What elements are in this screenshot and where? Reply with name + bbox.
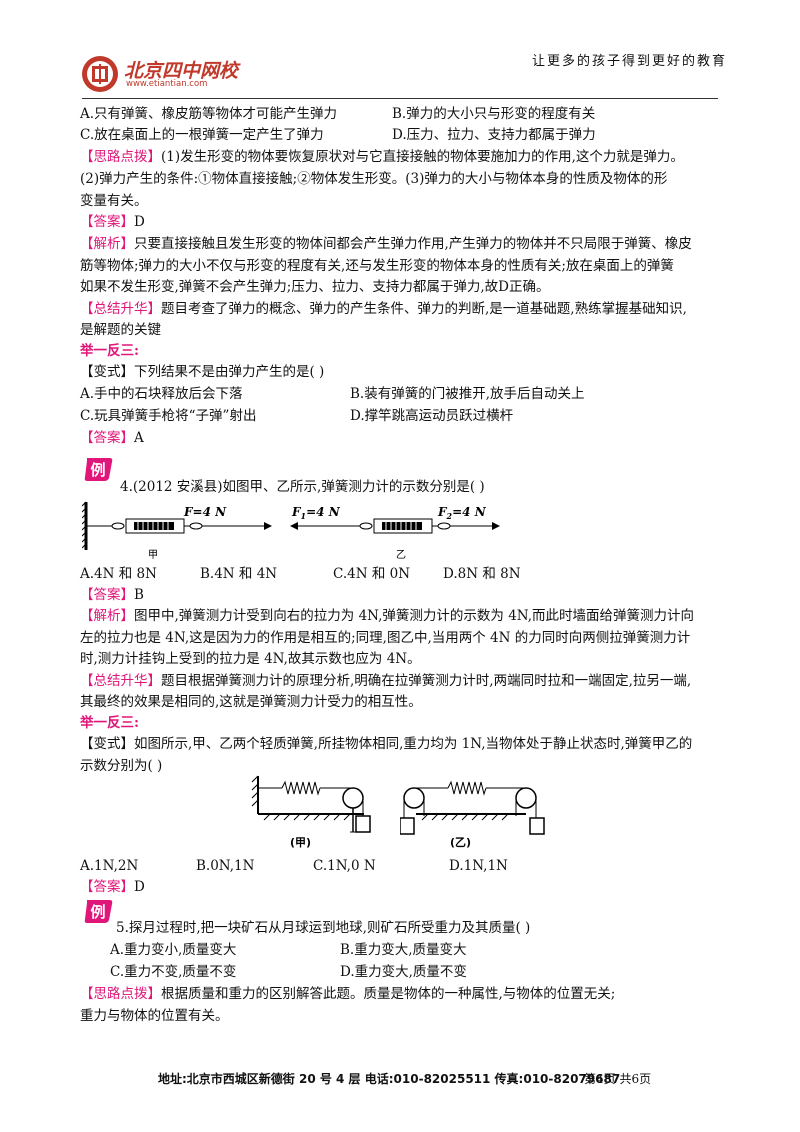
q4-variant-option-d: D.1N,1N [449, 858, 508, 874]
analysis-tag: 【解析】 [80, 608, 134, 624]
analysis-text: 只要直接接触且发生形变的物体间都会产生弹力作用,产生弹力的物体并不只局限于弹簧、… [134, 236, 692, 252]
q3-summary-line2: 是解题的关键 [80, 322, 161, 338]
analysis-tag: 【解析】 [80, 236, 134, 252]
variant-figure-left: (甲) [251, 775, 371, 849]
q3-analysis-line3: 如果不发生形变,弹簧不会产生弹力;压力、拉力、支持力都属于弹力,故D正确。 [80, 279, 550, 295]
badge-label: 例 [90, 461, 105, 479]
header-rule [82, 98, 718, 99]
q4-summary-line2: 其最终的效果是相同的,这就是弹簧测力计受力的相互性。 [80, 694, 422, 710]
hint-tag: 【思路点拨】 [80, 986, 161, 1002]
summary-tag: 【总结升华】 [80, 673, 161, 689]
logo-name: 北京四中网校 [124, 60, 239, 82]
footer-address: 地址:北京市西城区新德街 20 号 4 层 电话:010-82025511 传真… [158, 1072, 621, 1086]
q3-variant-option-b: B.装有弹簧的门被推开,放手后自动关上 [350, 386, 585, 402]
answer-value: D [134, 879, 145, 895]
q3-option-c: C.放在桌面上的一根弹簧一定产生了弹力 [80, 127, 324, 143]
figure-label: (甲) [290, 836, 311, 849]
q5-option-a: A.重力变小,质量变大 [110, 942, 237, 958]
variant-tag: 【变式】 [80, 364, 134, 380]
variant-text: 下列结果不是由弹力产生的是( ) [134, 364, 325, 380]
answer-value: B [134, 587, 144, 603]
q4-analysis-line3: 时,测力计挂钩上受到的拉力是 4N,故其示数也应为 4N。 [80, 651, 421, 667]
q4-variant-answer: 【答案】D [80, 877, 145, 897]
q3-option-a: A.只有弹簧、橡皮筋等物体才可能产生弹力 [80, 106, 338, 122]
variant-figure-right: (乙) [400, 780, 545, 849]
q4-variant-question: 【变式】如图所示,甲、乙两个轻质弹簧,所挂物体相同,重力均为 1N,当物体处于静… [80, 734, 692, 754]
example-badge-icon: 例 [84, 458, 113, 481]
q4-summary: 【总结升华】题目根据弹簧测力计的原理分析,明确在拉弹簧测力计时,两端同时拉和一端… [80, 671, 691, 691]
badge-label: 例 [90, 903, 105, 921]
q3-variant-option-a: A.手中的石块释放后会下落 [80, 386, 243, 402]
answer-value: A [134, 430, 144, 446]
hint-text: (1)发生形变的物体要恢复原状对与它直接接触的物体要施加力的作用,这个力就是弹力… [161, 149, 684, 165]
figure-label: 乙 [396, 549, 406, 561]
q5-option-c: C.重力不变,质量不变 [110, 964, 237, 980]
q4-variant-heading: 举一反三: [80, 715, 139, 731]
q4-analysis-line2: 左的拉力也是 4N,这是因为力的作用是相互的;同理,图乙中,当用两个 4N 的力… [80, 630, 691, 646]
q4-variant-question-line2: 示数分别为( ) [80, 758, 163, 774]
q5-hint: 【思路点拨】根据质量和重力的区别解答此题。质量是物体的一种属性,与物体的位置无关… [80, 984, 615, 1004]
answer-tag: 【答案】 [80, 587, 134, 603]
q4-answer: 【答案】B [80, 585, 144, 605]
q3-variant-question: 【变式】下列结果不是由弹力产生的是( ) [80, 362, 324, 382]
q3-analysis-line2: 筋等物体;弹力的大小不仅与形变的程度有关,还与发生形变的物体本身的性质有关;放在… [80, 258, 674, 274]
q3-option-d: D.压力、拉力、支持力都属于弹力 [392, 127, 596, 143]
logo-url: www.etiantian.com [126, 79, 208, 89]
q4-variant-option-c: C.1N,0 N [313, 858, 376, 874]
q3-answer: 【答案】D [80, 212, 145, 232]
q4-option-a: A.4N 和 8N [80, 566, 157, 582]
figure-label: (乙) [450, 836, 471, 849]
hint-tag: 【思路点拨】 [80, 149, 161, 165]
q3-hint-line3: 变量有关。 [80, 193, 148, 209]
q4-option-c: C.4N 和 0N [333, 566, 411, 582]
force-f2-label: F2=4 N [437, 505, 487, 521]
figure-label: 甲 [148, 550, 158, 561]
force-label: F=4 N [183, 505, 227, 519]
answer-tag: 【答案】 [80, 214, 134, 230]
header-slogan: 让更多的孩子得到更好的教育 [532, 54, 728, 69]
hint-text: 根据质量和重力的区别解答此题。质量是物体的一种属性,与物体的位置无关; [161, 986, 616, 1002]
force-f1-label: F1=4 N [291, 505, 341, 521]
q3-hint-line2: (2)弹力产生的条件:①物体直接接触;②物体发生形变。(3)弹力的大小与物体本身… [80, 171, 668, 187]
q4-option-d: D.8N 和 8N [443, 566, 521, 582]
q4-question: 4.(2012 安溪县)如图甲、乙所示,弹簧测力计的示数分别是( ) [120, 479, 485, 495]
footer-page: 第4页 共6页 [584, 1072, 652, 1086]
q5-hint-line2: 重力与物体的位置有关。 [80, 1008, 229, 1024]
summary-tag: 【总结升华】 [80, 301, 161, 317]
q5-option-d: D.重力变大,质量不变 [340, 964, 467, 980]
answer-value: D [134, 214, 145, 230]
variant-tag: 【变式】 [80, 736, 134, 752]
q4-figure-right: F1=4 N F2=4 N 乙 [290, 505, 500, 561]
answer-tag: 【答案】 [80, 430, 134, 446]
q3-variant-heading: 举一反三: [80, 343, 139, 359]
q3-summary: 【总结升华】题目考查了弹力的概念、弹力的产生条件、弹力的判断,是一道基础题,熟练… [80, 299, 687, 319]
q3-variant-option-c: C.玩具弹簧手枪将“子弹”射出 [80, 408, 257, 424]
logo-emblem-icon [82, 56, 118, 92]
logo: 北京四中网校 www.etiantian.com [80, 52, 280, 96]
q3-variant-option-d: D.撑竿跳高运动员跃过横杆 [350, 408, 514, 424]
q3-variant-answer: 【答案】A [80, 428, 144, 448]
q3-option-b: B.弹力的大小只与形变的程度有关 [392, 106, 596, 122]
q4-option-b: B.4N 和 4N [200, 566, 278, 582]
answer-tag: 【答案】 [80, 879, 134, 895]
summary-text: 题目根据弹簧测力计的原理分析,明确在拉弹簧测力计时,两端同时拉和一端固定,拉另一… [161, 673, 692, 689]
q5-option-b: B.重力变大,质量变大 [340, 942, 467, 958]
q4-variant-option-a: A.1N,2N [80, 858, 139, 874]
q4-variant-option-b: B.0N,1N [196, 858, 255, 874]
q5-question: 5.探月过程时,把一块矿石从月球运到地球,则矿石所受重力及其质量( ) [116, 920, 531, 936]
summary-text: 题目考查了弹力的概念、弹力的产生条件、弹力的判断,是一道基础题,熟练掌握基础知识… [161, 301, 687, 317]
analysis-text: 图甲中,弹簧测力计受到向右的拉力为 4N,弹簧测力计的示数为 4N,而此时墙面给… [134, 608, 695, 624]
q3-hint: 【思路点拨】(1)发生形变的物体要恢复原状对与它直接接触的物体要施加力的作用,这… [80, 147, 684, 167]
q4-figure-left: F=4 N 甲 [82, 501, 272, 561]
variant-text: 如图所示,甲、乙两个轻质弹簧,所挂物体相同,重力均为 1N,当物体处于静止状态时… [134, 736, 693, 752]
q3-analysis: 【解析】只要直接接触且发生形变的物体间都会产生弹力作用,产生弹力的物体并不只局限… [80, 234, 692, 254]
q4-analysis: 【解析】图甲中,弹簧测力计受到向右的拉力为 4N,弹簧测力计的示数为 4N,而此… [80, 606, 694, 626]
example-badge-icon: 例 [84, 900, 113, 923]
